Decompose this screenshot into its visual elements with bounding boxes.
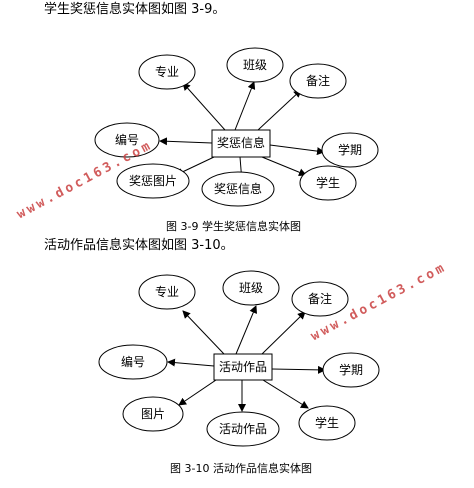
attr-major: 专业 <box>155 64 179 79</box>
relationship-arrows <box>159 81 325 183</box>
entity-name: 活动作品 <box>219 360 267 374</box>
attr-remark: 备注 <box>308 291 332 306</box>
attr-ellipse-remark <box>291 281 349 317</box>
attr-ellipse-image <box>122 396 184 432</box>
attr-class: 班级 <box>243 58 267 72</box>
entity-box <box>213 353 273 381</box>
attr-info: 奖惩信息 <box>214 181 262 196</box>
attr-ellipse-semester <box>322 352 380 388</box>
attr-semester: 学期 <box>339 362 363 377</box>
attr-semester: 学期 <box>338 142 362 157</box>
attr-ellipse-major <box>138 274 196 310</box>
intro-text-2: 活动作品信息实体图如图 3-10。 <box>44 238 234 253</box>
attr-id: 编号 <box>121 354 145 369</box>
attr-ellipse-id <box>94 122 160 158</box>
attr-ellipse-image <box>116 163 190 199</box>
entity-name: 奖惩信息 <box>217 135 265 150</box>
attr-ellipse-student <box>299 165 357 201</box>
attr-ellipse-remark <box>289 63 347 99</box>
attr-ellipse-work <box>206 411 280 447</box>
attr-student: 学生 <box>315 415 339 430</box>
attr-ellipse-class <box>226 47 284 83</box>
attr-ellipse-id <box>98 344 168 380</box>
attr-ellipse-semester <box>321 132 379 168</box>
intro-text-1: 学生奖惩信息实体图如图 3-9。 <box>44 2 226 17</box>
attr-class: 班级 <box>239 281 263 295</box>
er-diagram-3-10: 专业 班级 备注 编号 学期 图片 活动作品 学生 活动作品 <box>98 270 380 447</box>
figure-caption-3-10: 图 3-10 活动作品信息实体图 <box>170 462 312 475</box>
attr-ellipse-major <box>138 54 196 90</box>
attr-ellipse-student <box>298 405 356 441</box>
figure-caption-3-9: 图 3-9 学生奖惩信息实体图 <box>166 220 301 233</box>
attr-image: 图片 <box>141 407 165 421</box>
attr-ellipse-class <box>222 270 280 306</box>
er-diagram-3-9: 专业 班级 备注 编号 学期 奖惩图片 奖惩信息 学生 奖惩信息 <box>94 47 379 207</box>
attr-remark: 备注 <box>306 73 330 88</box>
attr-id: 编号 <box>115 132 139 147</box>
attr-work: 活动作品 <box>219 422 267 436</box>
attr-major: 专业 <box>155 284 179 299</box>
relationship-arrows <box>167 305 326 412</box>
attr-student: 学生 <box>316 175 340 190</box>
attr-image: 奖惩图片 <box>129 174 177 188</box>
attr-ellipse-info <box>201 171 275 207</box>
entity-box <box>211 129 271 158</box>
